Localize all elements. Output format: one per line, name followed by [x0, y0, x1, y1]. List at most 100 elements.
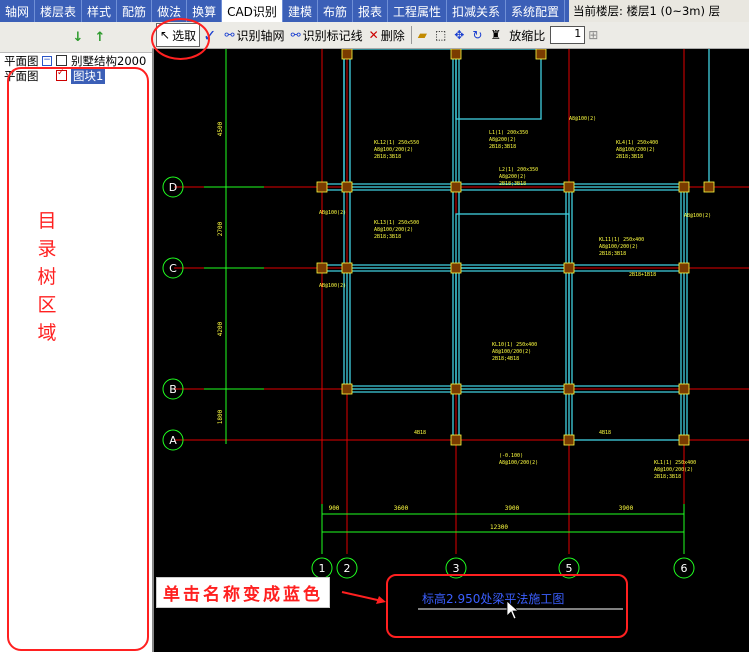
- drawing-title[interactable]: 标高2.950处梁平法施工图: [422, 592, 565, 606]
- move-down-arrow-icon[interactable]: ↓: [72, 29, 84, 45]
- recognize-marker-button[interactable]: ⚯ 识别标记线: [288, 24, 366, 46]
- tree-node-name[interactable]: 别墅结构2000: [71, 53, 147, 68]
- menu-tab[interactable]: 报表: [353, 0, 388, 22]
- horizontal-dimension: 3900: [505, 505, 520, 512]
- horizontal-dimension: 900: [329, 505, 340, 512]
- svg-text:KL11(1) 250x400: KL11(1) 250x400: [599, 237, 644, 243]
- menu-tab[interactable]: 做法: [152, 0, 188, 22]
- svg-text:KL10(1) 250x400: KL10(1) 250x400: [492, 342, 537, 348]
- tree-area-annotation: 目录树区域: [37, 210, 57, 344]
- horizontal-dimension: 3900: [619, 505, 634, 512]
- move-icon: ✥: [454, 28, 465, 42]
- svg-text:2B18;3B18: 2B18;3B18: [499, 181, 526, 187]
- glasses-icon: ⚯: [224, 28, 235, 42]
- mouse-cursor-icon: [506, 600, 520, 620]
- vertical-dimension: 4500: [217, 121, 224, 136]
- menu-tab[interactable]: 换算: [187, 0, 223, 22]
- layout-button[interactable]: ⊞: [585, 24, 603, 46]
- svg-text:2B18;3B18: 2B18;3B18: [489, 144, 516, 150]
- svg-text:2B18;3B18: 2B18;3B18: [616, 154, 643, 160]
- svg-text:A8@100/200(2): A8@100/200(2): [599, 244, 638, 250]
- menu-tab[interactable]: 轴网: [0, 0, 36, 22]
- axis-number: 6: [681, 562, 688, 575]
- tree-node-name-selected[interactable]: 图块1: [71, 67, 106, 84]
- axis-number: 1: [319, 562, 326, 575]
- menu-tab[interactable]: 样式: [82, 0, 118, 22]
- layout-icon: ⊞: [588, 28, 599, 42]
- axis-bubble: [558, 557, 580, 579]
- tree-row-label: 平面图: [4, 53, 39, 68]
- box-select-icon: ⬚: [434, 28, 447, 42]
- svg-text:A8@100/200(2): A8@100/200(2): [492, 349, 531, 355]
- axis-bubble: [162, 378, 184, 400]
- delete-x-icon: ✕: [368, 28, 379, 42]
- menu-tab[interactable]: 系统配置: [506, 0, 566, 22]
- title-underline: [418, 608, 623, 610]
- cad-toolbar: ↖ 选取 ✓ ⚯ 识别轴网 ⚯ 识别标记线 ✕ 删除 ▰ ⬚ ✥ ↻ ♜ 放缩比…: [152, 22, 749, 49]
- directory-tree-panel: ↓ ↑ 平面图 − 别墅结构2000 平面图 图块1 目录树区域: [0, 22, 154, 652]
- drawing-title-highlight: [386, 574, 628, 638]
- axis-letter: B: [169, 383, 177, 396]
- axis-bubble: [162, 429, 184, 451]
- svg-text:4B18: 4B18: [414, 430, 426, 436]
- directory-tree: 平面图 − 别墅结构2000 平面图 图块1: [0, 53, 152, 84]
- recognize-axis-label: 识别轴网: [236, 28, 285, 43]
- svg-text:KL13(1) 250x500: KL13(1) 250x500: [374, 220, 419, 226]
- svg-text:AB@100(2): AB@100(2): [319, 283, 346, 289]
- svg-text:(-0.100): (-0.100): [499, 453, 523, 459]
- collapse-icon[interactable]: −: [42, 54, 52, 66]
- axis-number: 2: [344, 562, 351, 575]
- svg-text:L2(1) 200x350: L2(1) 200x350: [499, 167, 538, 173]
- glasses-icon: ⚯: [290, 28, 301, 42]
- vertical-dimension: 2700: [217, 221, 224, 236]
- select-button-highlight: [151, 18, 210, 60]
- menu-tab[interactable]: 扣减关系: [447, 0, 507, 22]
- svg-text:AB@100(2): AB@100(2): [319, 210, 346, 216]
- horizontal-dimension: 3600: [394, 505, 409, 512]
- svg-text:AB@100(2): AB@100(2): [684, 213, 711, 219]
- checkbox-checked[interactable]: [56, 68, 67, 81]
- axis-number: 3: [453, 562, 460, 575]
- svg-text:KL1(1) 250x400: KL1(1) 250x400: [654, 460, 696, 466]
- axis-number: 5: [566, 562, 573, 575]
- box-select-button[interactable]: ⬚: [432, 24, 451, 46]
- svg-text:2B18;3B18: 2B18;3B18: [654, 474, 681, 480]
- move-up-arrow-icon[interactable]: ↑: [94, 29, 106, 45]
- tree-area-highlight: [7, 67, 149, 651]
- pan-button[interactable]: ✥: [451, 24, 469, 46]
- menu-tab[interactable]: 布筋: [318, 0, 353, 22]
- delete-label: 删除: [380, 28, 405, 43]
- vertical-dimension: 4200: [217, 321, 224, 336]
- menu-tab[interactable]: 楼层表: [35, 0, 83, 22]
- zoom-input[interactable]: 1: [550, 26, 586, 44]
- open-file-button[interactable]: ▰: [415, 24, 432, 46]
- svg-text:A8@100/200(2): A8@100/200(2): [374, 147, 413, 153]
- svg-text:2B18;3B18: 2B18;3B18: [374, 154, 401, 160]
- axis-bubble: [162, 176, 184, 198]
- total-dimension: 12300: [490, 524, 508, 531]
- binoculars-icon: ♜: [490, 28, 502, 42]
- rotate-button[interactable]: ↻: [469, 24, 487, 46]
- binoculars-button[interactable]: ♜: [487, 24, 506, 46]
- svg-text:2B18;4B18: 2B18;4B18: [492, 356, 519, 362]
- delete-button[interactable]: ✕ 删除: [366, 24, 408, 46]
- menu-tab[interactable]: 工程属性: [388, 0, 447, 22]
- menu-tab[interactable]: CAD识别: [222, 0, 283, 22]
- tree-node-root[interactable]: 平面图 − 别墅结构2000: [0, 53, 152, 68]
- vertical-dimension: 1800: [217, 409, 224, 424]
- checkbox-unchecked[interactable]: [56, 55, 67, 66]
- axis-bubble: [336, 557, 358, 579]
- svg-text:2B18+1B18: 2B18+1B18: [629, 272, 656, 278]
- recognize-axis-button[interactable]: ⚯ 识别轴网: [221, 24, 287, 46]
- svg-text:KL12(1) 250x550: KL12(1) 250x550: [374, 140, 419, 146]
- current-floor-indicator[interactable]: 当前楼层: 楼层1 (0~3m) 层: [569, 0, 749, 22]
- svg-text:A8@100/200(2): A8@100/200(2): [654, 467, 693, 473]
- axis-bubble: [673, 557, 695, 579]
- axis-letter: A: [169, 434, 177, 447]
- svg-text:A8@100/200(2): A8@100/200(2): [499, 460, 538, 466]
- menu-tab[interactable]: 配筋: [117, 0, 153, 22]
- menu-tab[interactable]: 建模: [283, 0, 318, 22]
